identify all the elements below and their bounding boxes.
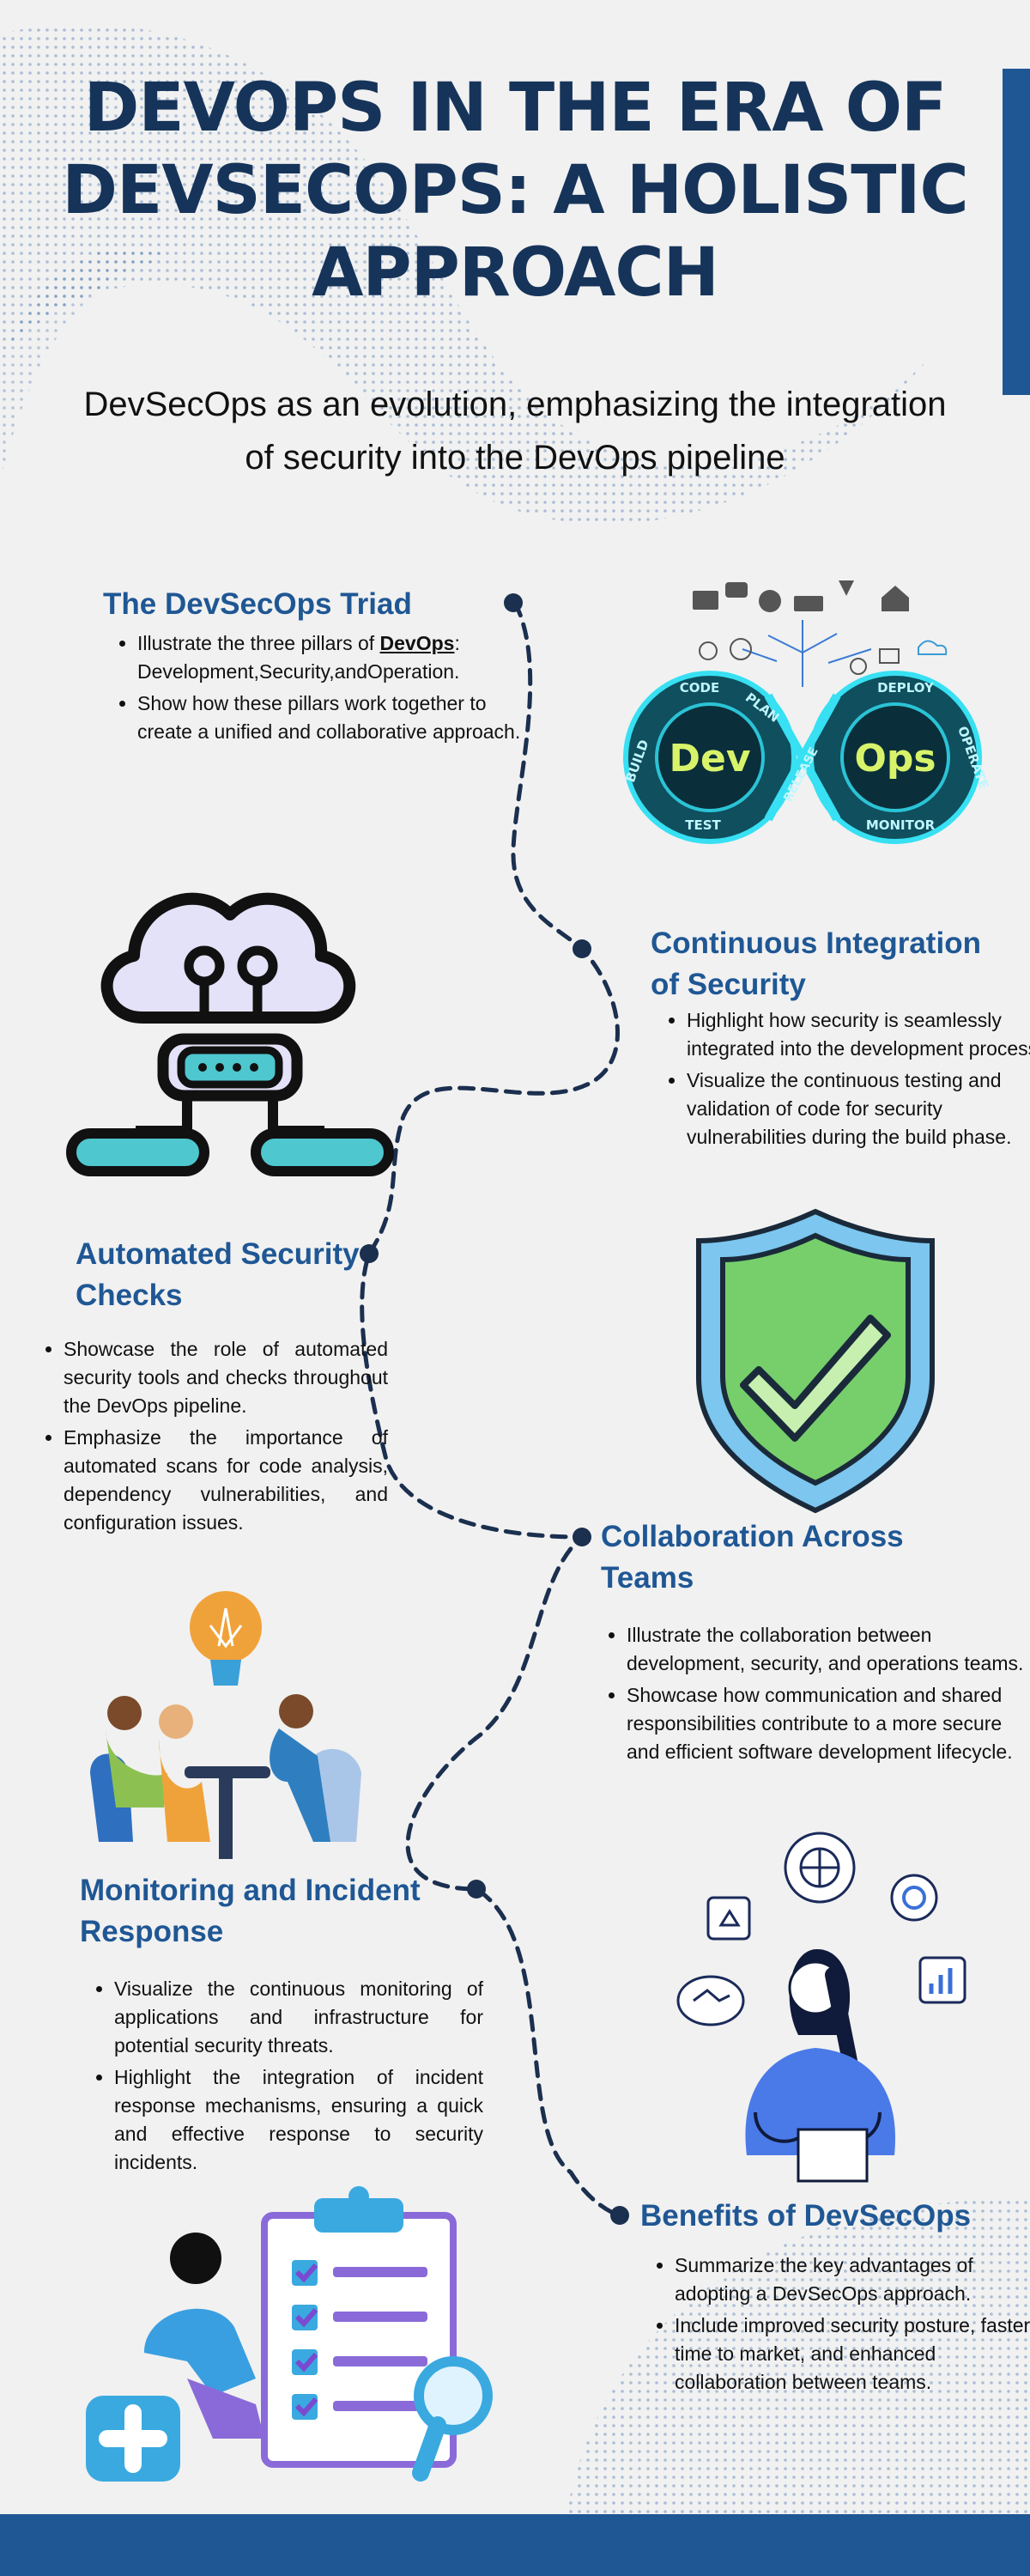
collaboration-title: Collaboration Across Teams [601, 1520, 904, 1595]
connector-node-triad [504, 593, 523, 612]
monitoring-title: Monitoring and Incident Response [80, 1874, 421, 1948]
infinity-loops [623, 671, 982, 844]
stage-test: TEST [685, 817, 721, 833]
stage-monitor: MONITOR [866, 817, 936, 833]
ci-list: Highlight how security is seamlessly int… [652, 1006, 1030, 1155]
benefits-list: Summarize the key advantages of adopting… [640, 2251, 1030, 2400]
monitoring-item-1: Visualize the continuous monitoring of a… [114, 1975, 483, 2060]
connector-node-ci [573, 939, 591, 958]
accent-side-bar [1003, 69, 1030, 395]
collaboration-item-1: Illustrate the collaboration between dev… [627, 1621, 1026, 1678]
page-title: DEVOPS IN THE ERA OF DEVSECOPS: A HOLIST… [62, 70, 969, 312]
triad-item-1: Illustrate the three pillars of DevOps: … [137, 629, 521, 686]
monitoring-item-2: Highlight the integration of incident re… [114, 2063, 483, 2177]
devops-infinity-diagram: Dev Ops CODE PLAN BUILD TEST RELEASE DEP… [622, 580, 991, 844]
network-lines [699, 620, 948, 687]
team-meeting-icon [90, 1591, 361, 1859]
collaboration-list: Illustrate the collaboration between dev… [592, 1621, 1026, 1770]
woman-ideas-icon [676, 1832, 966, 2183]
connector-node-automated [360, 1244, 379, 1263]
footer-bar [0, 2514, 1030, 2576]
connector-node-benefits [610, 2206, 629, 2225]
connector-node-monitoring [467, 1880, 486, 1899]
ci-item-2: Visualize the continuous testing and val… [687, 1066, 1030, 1151]
benefits-item-1: Summarize the key advantages of adopting… [675, 2251, 1030, 2308]
shield-check-icon [696, 1208, 935, 1514]
stage-code: CODE [680, 680, 719, 696]
clipboard-checklist-icon [86, 2186, 493, 2482]
tech-icons-row [693, 580, 909, 612]
dev-label: Dev [669, 737, 750, 781]
automated-item-1: Showcase the role of automated security … [64, 1335, 388, 1420]
automated-title: Automated Security Checks [76, 1237, 360, 1312]
dashed-path [360, 600, 622, 2218]
automated-list: Showcase the role of automated security … [29, 1335, 388, 1540]
collaboration-item-2: Showcase how communication and shared re… [627, 1681, 1026, 1766]
triad-item-2: Show how these pillars work together to … [137, 690, 521, 746]
benefits-title: Benefits of DevSecOps [640, 2199, 972, 2233]
automated-item-2: Emphasize the importance of automated sc… [64, 1424, 388, 1537]
triad-title: The DevSecOps Triad [103, 587, 412, 621]
stage-deploy: DEPLOY [877, 680, 935, 696]
benefits-item-2: Include improved security posture, faste… [675, 2312, 1030, 2397]
triad-list: Illustrate the three pillars of DevOps: … [103, 629, 521, 750]
monitoring-list: Visualize the continuous monitoring of a… [80, 1975, 483, 2180]
ops-label: Ops [854, 737, 936, 781]
cloud-robot-icon [66, 892, 394, 1176]
connector-node-collaboration [573, 1528, 591, 1546]
ci-title: Continuous Integration of Security [651, 927, 981, 1001]
page-subtitle: DevSecOps as an evolution, emphasizing t… [83, 386, 947, 477]
devops-term: DevOps [379, 632, 455, 654]
ci-item-1: Highlight how security is seamlessly int… [687, 1006, 1030, 1063]
